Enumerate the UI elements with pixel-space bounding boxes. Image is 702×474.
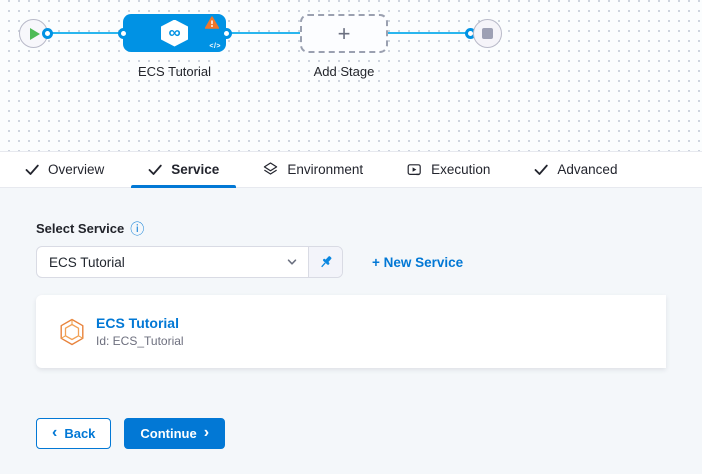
service-card[interactable]: ECS Tutorial Id: ECS_Tutorial [36, 295, 666, 368]
add-stage-button[interactable]: + [300, 14, 388, 53]
code-icon: </> [209, 43, 221, 50]
service-select-value: ECS Tutorial [49, 254, 125, 270]
connector-port [220, 27, 232, 39]
environment-icon [264, 162, 278, 175]
service-tab-panel: Select Service ⓘ ECS Tutorial + New Serv… [0, 188, 702, 449]
tab-label: Advanced [557, 162, 618, 177]
continue-button[interactable]: Continue › [124, 418, 226, 449]
add-stage-label: Add Stage [313, 64, 375, 79]
tab-label: Service [171, 162, 220, 177]
check-icon [148, 164, 162, 175]
pipeline-edge [386, 31, 472, 34]
tab-label: Environment [287, 162, 364, 177]
chevron-down-icon [287, 259, 297, 265]
stop-icon [482, 28, 493, 39]
service-hexagon-icon [60, 318, 84, 345]
connector-port [117, 27, 129, 39]
pin-icon [320, 256, 331, 268]
pin-service-button[interactable] [308, 247, 342, 277]
back-button[interactable]: ‹ Back [36, 418, 112, 449]
stage-node-label: ECS Tutorial [138, 64, 211, 79]
select-service-label: Select Service [36, 221, 125, 236]
warning-icon [204, 16, 220, 34]
service-select-dropdown[interactable]: ECS Tutorial [37, 247, 308, 277]
plus-icon: + [337, 20, 351, 46]
new-service-link[interactable]: + New Service [372, 254, 464, 270]
tab-execution[interactable]: Execution [390, 152, 507, 187]
tab-label: Overview [48, 162, 105, 177]
infinity-icon: ∞ [168, 22, 181, 42]
back-button-label: Back [64, 426, 96, 441]
tab-environment[interactable]: Environment [246, 152, 380, 187]
stage-tabbar: Overview Service Environment Execution A… [0, 151, 702, 188]
pipeline-edge [47, 31, 127, 34]
play-icon [30, 27, 40, 40]
active-tab-underline [131, 185, 237, 188]
pipeline-edge [226, 31, 304, 34]
service-card-title[interactable]: ECS Tutorial [96, 315, 179, 331]
tab-service[interactable]: Service [131, 152, 237, 188]
continue-button-label: Continue [140, 426, 197, 441]
info-icon[interactable]: ⓘ [130, 220, 145, 237]
stage-node-ecs-tutorial[interactable]: ∞ </> [123, 14, 226, 52]
pipeline-end-node [473, 19, 502, 48]
check-icon [25, 164, 39, 175]
service-card-id: Id: ECS_Tutorial [96, 334, 184, 348]
connector-port [42, 27, 53, 39]
chevron-right-icon: › [203, 424, 210, 441]
service-select-group: ECS Tutorial [36, 246, 343, 278]
chevron-left-icon: ‹ [52, 424, 58, 441]
pipeline-canvas[interactable]: ∞ </> + ECS Tutorial Add Stage [0, 0, 702, 151]
check-icon [535, 164, 549, 175]
tab-label: Execution [431, 162, 491, 177]
tab-advanced[interactable]: Advanced [517, 152, 634, 187]
cd-stage-icon: ∞ [161, 19, 188, 47]
tab-overview[interactable]: Overview [8, 152, 121, 187]
execution-icon [407, 163, 421, 175]
